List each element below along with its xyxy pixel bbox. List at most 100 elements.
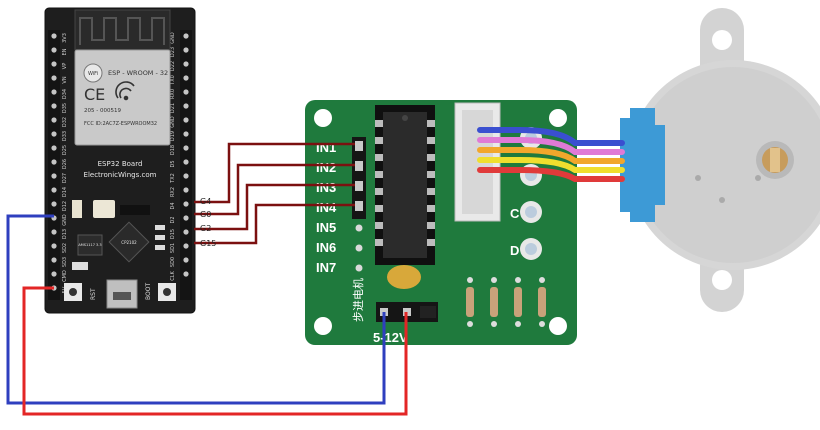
ce-mark: CE (84, 85, 105, 104)
motor-wire (477, 157, 625, 173)
esp32-left-pin-hole (51, 33, 57, 39)
smd-component (72, 200, 82, 218)
wifi-icon (115, 81, 135, 101)
esp32-left-pin-label: D32 (62, 117, 68, 127)
esp32-left-pin-label: D13 (62, 229, 68, 239)
led-d (520, 238, 542, 260)
esp32-left-pin-label: D34 (62, 89, 68, 99)
gpio-label-g4: G4 (200, 197, 211, 206)
ic-leg-left (375, 154, 383, 161)
ic-leg-right (427, 137, 435, 144)
ic-leg-left (375, 120, 383, 127)
esp32-right-pin-label: D2 (170, 216, 176, 223)
esp32-right-pin-label: D15 (170, 229, 176, 239)
esp32-right-pin-label: SD1 (170, 243, 176, 253)
usb-chip-text: CP2102 (121, 240, 137, 245)
module-name: ESP - WROOM - 32 (108, 69, 168, 77)
esp32-right-pin-label: TX2 (170, 173, 176, 184)
smd-component (120, 205, 150, 215)
stepper-motor-chinese-label: 步进电机 (351, 278, 365, 322)
esp32-left-pin-hole (51, 117, 57, 123)
esp32-left-pin-label: VP (62, 63, 68, 69)
esp32-right-pin-label: GND (170, 32, 176, 44)
esp32-right-pin-hole (183, 131, 189, 137)
led-c (520, 201, 542, 223)
mount-hole (549, 109, 567, 127)
esp32-left-pin-label: D14 (62, 187, 68, 197)
driver-input-label-in1: IN1 (316, 140, 336, 155)
led-label-d: D (510, 243, 519, 258)
rst-button[interactable] (64, 283, 82, 301)
wire-g2-in3 (194, 183, 355, 231)
mount-hole (314, 317, 332, 335)
motor-wire (477, 147, 625, 164)
resistor-array (466, 277, 546, 327)
ic-leg-right (427, 171, 435, 178)
esp32-left-pin-label: GND (62, 214, 68, 226)
boot-button[interactable] (158, 283, 176, 301)
esp32-right-pin-hole (183, 159, 189, 165)
esp32-right-pin-hole (183, 117, 189, 123)
gpio-label-g2: G2 (200, 224, 211, 233)
ic-leg-right (427, 239, 435, 246)
esp32-left-pin-label: D12 (62, 201, 68, 211)
esp32-right-pin-label: SD0 (170, 257, 176, 267)
motor-cable-housing (620, 108, 665, 222)
esp32-right-pin-hole (183, 201, 189, 207)
ic-leg-left (375, 188, 383, 195)
boot-label: BOOT (145, 283, 152, 300)
uln2003-driver-board: IN1 IN2 IN3 IN4 IN5 IN6 IN7 (305, 100, 577, 345)
esp32-right-pin-label: RX0 (170, 89, 176, 99)
ic-leg-right (427, 154, 435, 161)
esp32-left-pin-hole (51, 159, 57, 165)
wifi-logo (83, 63, 103, 83)
esp32-left-pin-label: SD3 (62, 257, 68, 267)
smd-component (155, 225, 165, 230)
esp32-left-pin-label: D25 (62, 145, 68, 155)
esp32-left-pin-hole (51, 187, 57, 193)
ic-leg-left (375, 239, 383, 246)
esp32-left-header (48, 30, 60, 300)
esp32-left-pin-label: SD2 (62, 243, 68, 253)
ic-leg-left (375, 205, 383, 212)
gpio-label-g15: G15 (200, 239, 216, 248)
wire-g0-in2 (194, 163, 355, 216)
esp32-right-pin-hole (183, 229, 189, 235)
smd-component (155, 245, 165, 250)
pin-pad (355, 224, 363, 232)
esp32-right-pin-label: TX0 (170, 75, 176, 86)
esp32-left-pin-hole (51, 271, 57, 277)
driver-input-label-in6: IN6 (316, 240, 336, 255)
regulator-text: AMS1117 3.3 (78, 243, 101, 247)
wifi-badge: WiFi (88, 71, 98, 77)
usb-uart-chip (108, 221, 150, 263)
esp32-left-pin-hole (51, 75, 57, 81)
esp32-left-pin-hole (51, 173, 57, 179)
gnd-wire (6, 214, 386, 405)
esp32-right-header (180, 30, 192, 300)
esp32-right-pin-hole (183, 173, 189, 179)
mount-hole (712, 30, 732, 50)
esp32-left-pin-hole (51, 145, 57, 151)
esp32-left-pin-hole (51, 201, 57, 207)
wire-g4-in1 (194, 142, 355, 204)
gpio-label-g0: G0 (200, 210, 211, 219)
esp32-left-pin-label: D26 (62, 159, 68, 169)
pin-pad (355, 264, 363, 272)
esp32-right-pin-label: RX2 (170, 187, 176, 197)
motor-wire (477, 127, 625, 146)
micro-usb-port[interactable] (106, 279, 138, 309)
esp32-left-pin-label: D27 (62, 173, 68, 183)
mount-hole (712, 270, 732, 290)
esp32-left-pin-hole (51, 89, 57, 95)
esp32-right-pin-hole (183, 61, 189, 67)
esp32-left-pin-hole (51, 61, 57, 67)
esp32-right-pin-label: D5 (170, 160, 176, 167)
esp32-left-pin-label: EN (62, 48, 68, 55)
cert-number: 205 - 000519 (84, 108, 121, 114)
esp32-right-pin-hole (183, 33, 189, 39)
ic-leg-left (375, 222, 383, 229)
esp32-right-pin-hole (183, 187, 189, 193)
ic-leg-right (427, 222, 435, 229)
